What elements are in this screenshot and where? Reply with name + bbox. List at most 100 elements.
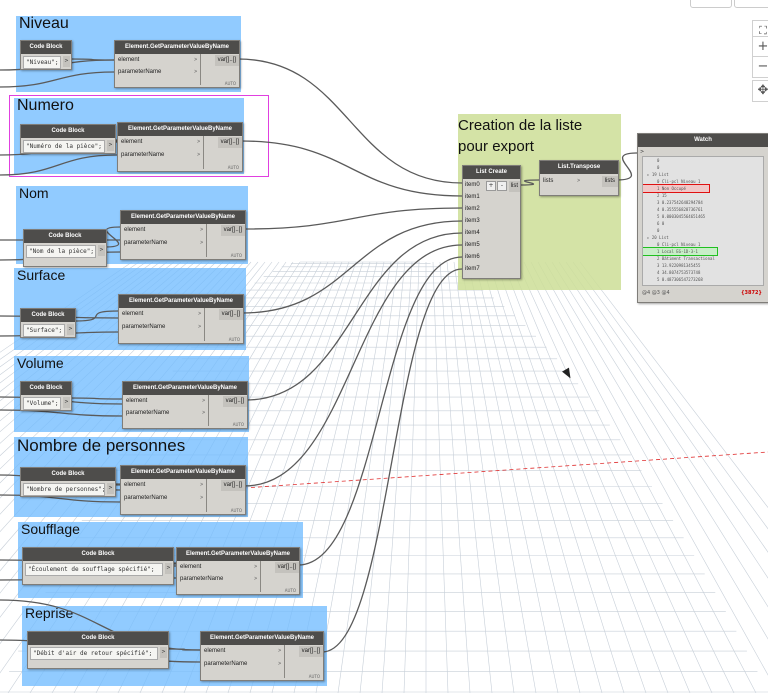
add-input-button[interactable]: + (486, 181, 496, 191)
watch-output-tree[interactable]: 0 0 ▸ 19 List 0 Cli-pcl Niveau 1 1 Non O… (642, 156, 764, 286)
group-title: Surface (17, 267, 66, 283)
code-block-node[interactable]: Code Block "Écoulement de soufflage spéc… (22, 547, 174, 585)
output-port[interactable]: list (508, 181, 520, 192)
input-port-parametername[interactable]: parameterName> (119, 322, 203, 333)
zoom-out-icon[interactable]: − (752, 56, 768, 78)
output-port[interactable]: var[]..[] (298, 646, 323, 657)
remove-input-button[interactable]: - (497, 181, 507, 191)
output-port[interactable]: > (67, 324, 74, 335)
code-block-node[interactable]: Code Block "Débit d'air de retour spécif… (27, 631, 169, 669)
port-arrow: > (577, 178, 580, 184)
input-port-parametername[interactable]: parameterName> (115, 67, 199, 78)
view-toggle-button[interactable] (690, 0, 732, 8)
code-input[interactable]: "Numéro de la pièce"; (23, 140, 105, 153)
output-port[interactable]: > (63, 397, 70, 408)
code-block-node[interactable]: Code Block "Niveau"; > (20, 40, 72, 70)
code-block-node[interactable]: Code Block "Surface"; > (20, 308, 76, 338)
grid-line (460, 261, 537, 693)
get-parameter-node[interactable]: Element.GetParameterValueByName element>… (117, 122, 243, 172)
input-port-item0[interactable]: item0 (465, 182, 480, 188)
get-parameter-node[interactable]: Element.GetParameterValueByName element>… (120, 465, 246, 515)
input-port-parametername[interactable]: parameterName> (201, 659, 283, 670)
get-parameter-node[interactable]: Element.GetParameterValueByName element>… (200, 631, 324, 681)
output-port[interactable]: var[]..[] (217, 137, 242, 148)
output-port[interactable]: lists (601, 176, 618, 187)
view-toggle-button-2[interactable] (734, 0, 768, 8)
input-port-item1[interactable]: item1 (465, 194, 480, 200)
input-port-lists[interactable]: lists> (540, 176, 582, 187)
input-port-parametername[interactable]: parameterName> (121, 238, 205, 249)
output-port[interactable]: > (63, 56, 70, 67)
output-port[interactable]: > (160, 647, 167, 658)
code-block-node[interactable]: Code Block "Nom de la pièce"; > (23, 229, 107, 267)
lacing-label: AUTO (227, 165, 239, 170)
port-label: element (118, 57, 140, 63)
input-port-element[interactable]: element> (177, 562, 259, 573)
code-input[interactable]: "Nombre de personnes"; (23, 483, 105, 496)
watch-line[interactable]: ▸ 19 List (647, 172, 669, 177)
output-port[interactable]: var[]..[] (274, 562, 299, 573)
output-port[interactable]: var[]..[] (214, 55, 239, 66)
code-block-node[interactable]: Code Block "Numéro de la pièce"; > (20, 124, 116, 154)
input-port-element[interactable]: element> (123, 396, 207, 407)
output-port[interactable]: var[]..[] (222, 396, 247, 407)
list-create-node[interactable]: List Create item0 item1 item2 item3 item… (462, 165, 521, 279)
get-parameter-node[interactable]: Element.GetParameterValueByName element>… (118, 294, 244, 344)
code-block-node[interactable]: Code Block "Nombre de personnes"; > (20, 467, 116, 497)
code-input[interactable]: "Niveau"; (23, 56, 61, 69)
get-parameter-node[interactable]: Element.GetParameterValueByName element>… (176, 547, 300, 595)
get-parameter-node[interactable]: Element.GetParameterValueByName element>… (114, 40, 240, 88)
port-separator (203, 136, 204, 169)
input-port-element[interactable]: element> (119, 309, 203, 320)
watch-node[interactable]: Watch > 0 0 ▸ 19 List 0 Cli-pcl Niveau 1… (637, 133, 768, 303)
input-port-element[interactable]: element> (121, 225, 205, 236)
get-parameter-node[interactable]: Element.GetParameterValueByName element>… (122, 381, 248, 429)
input-port[interactable]: > (640, 149, 645, 155)
output-port[interactable]: > (165, 563, 172, 574)
output-port[interactable]: var[]..[] (220, 480, 245, 491)
input-port-element[interactable]: element> (115, 55, 199, 66)
input-port-item6[interactable]: item6 (465, 254, 480, 260)
code-input[interactable]: "Volume"; (23, 397, 61, 410)
node-title: Element.GetParameterValueByName (118, 123, 242, 136)
port-label: parameterName (180, 576, 224, 582)
code-input[interactable]: "Écoulement de soufflage spécifié"; (25, 563, 163, 576)
input-port-parametername[interactable]: parameterName> (123, 408, 207, 419)
zoom-in-icon[interactable]: + (752, 36, 768, 58)
port-label: parameterName (121, 152, 165, 158)
port-separator (204, 308, 205, 341)
input-port-item2[interactable]: item2 (465, 206, 480, 212)
input-port-parametername[interactable]: parameterName> (121, 493, 205, 504)
output-port[interactable]: var[]..[] (218, 309, 243, 320)
get-parameter-node[interactable]: Element.GetParameterValueByName element>… (120, 210, 246, 260)
output-port[interactable]: > (98, 245, 105, 256)
port-arrow: > (254, 564, 257, 570)
input-port-item3[interactable]: item3 (465, 218, 480, 224)
input-port-item4[interactable]: item4 (465, 230, 480, 236)
watch-line[interactable]: ▸ 20 List (647, 235, 669, 240)
port-separator (206, 224, 207, 257)
input-port-item7[interactable]: item7 (465, 266, 480, 272)
output-port[interactable]: > (107, 483, 114, 494)
code-input[interactable]: "Débit d'air de retour spécifié"; (30, 647, 158, 660)
code-input[interactable]: "Nom de la pièce"; (26, 245, 96, 258)
input-port-parametername[interactable]: parameterName> (177, 574, 259, 585)
node-title: Code Block (21, 382, 71, 395)
port-arrow: > (197, 139, 200, 145)
input-port-element[interactable]: element> (121, 480, 205, 491)
code-block-node[interactable]: Code Block "Volume"; > (20, 381, 72, 411)
output-port[interactable]: > (107, 140, 114, 151)
code-input[interactable]: "Surface"; (23, 324, 65, 337)
list-transpose-node[interactable]: List.Transpose lists> lists (539, 160, 619, 196)
input-port-parametername[interactable]: parameterName> (118, 150, 202, 161)
pan-icon[interactable]: ✥ (752, 80, 768, 102)
grid-line (502, 261, 669, 693)
input-port-item5[interactable]: item5 (465, 242, 480, 248)
grid-line (474, 261, 581, 693)
input-port-element[interactable]: element> (118, 137, 202, 148)
watch-line: 5 0.0003045564651465 (657, 214, 706, 219)
input-port-element[interactable]: element> (201, 646, 283, 657)
lacing-label: AUTO (230, 253, 242, 258)
output-port[interactable]: var[]..[] (220, 225, 245, 236)
